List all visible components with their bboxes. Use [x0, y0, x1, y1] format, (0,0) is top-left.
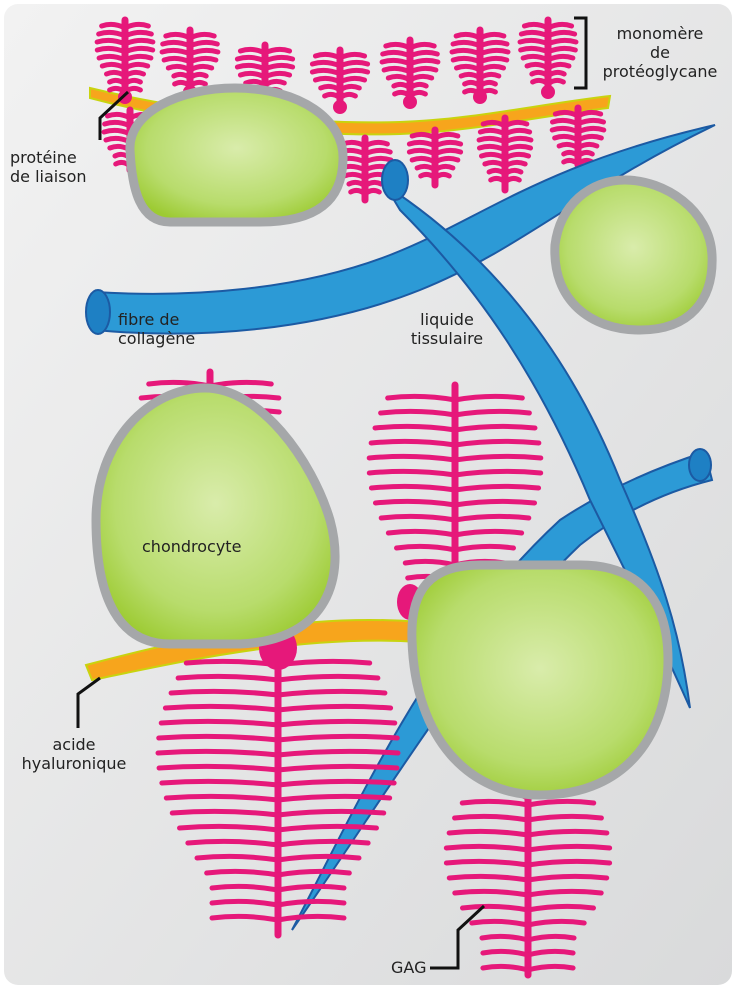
label-link-protein-line2: de liaison — [10, 167, 87, 186]
chondrocyte-cell-top — [130, 88, 343, 222]
label-chondrocyte: chondrocyte — [142, 537, 241, 556]
label-link-protein: protéine de liaison — [10, 148, 87, 186]
label-hyaluronic-acid: acide hyaluronique — [4, 735, 144, 773]
label-hyaluronic-line1: acide — [4, 735, 144, 754]
chondrocyte-cell-right — [555, 180, 712, 330]
label-tissue-fluid-line1: liquide — [402, 310, 492, 329]
label-chondrocyte-text: chondrocyte — [142, 537, 241, 556]
label-tissue-fluid: liquide tissulaire — [402, 310, 492, 348]
label-monomer-line1: monomère — [588, 24, 732, 43]
label-collagen-line1: fibre de — [118, 310, 195, 329]
label-monomer-proteoglycan: monomère de protéoglycane — [588, 24, 732, 81]
chondrocyte-cell-bottom — [412, 565, 668, 795]
label-hyaluronic-line2: hyaluronique — [4, 754, 144, 773]
label-link-protein-line1: protéine — [10, 148, 87, 167]
label-monomer-line2: de — [588, 43, 732, 62]
label-collagen-fiber: fibre de collagène — [118, 310, 195, 348]
label-gag: GAG — [391, 958, 426, 977]
label-monomer-line3: protéoglycane — [588, 62, 732, 81]
label-collagen-line2: collagène — [118, 329, 195, 348]
label-gag-text: GAG — [391, 958, 426, 977]
label-tissue-fluid-line2: tissulaire — [402, 329, 492, 348]
